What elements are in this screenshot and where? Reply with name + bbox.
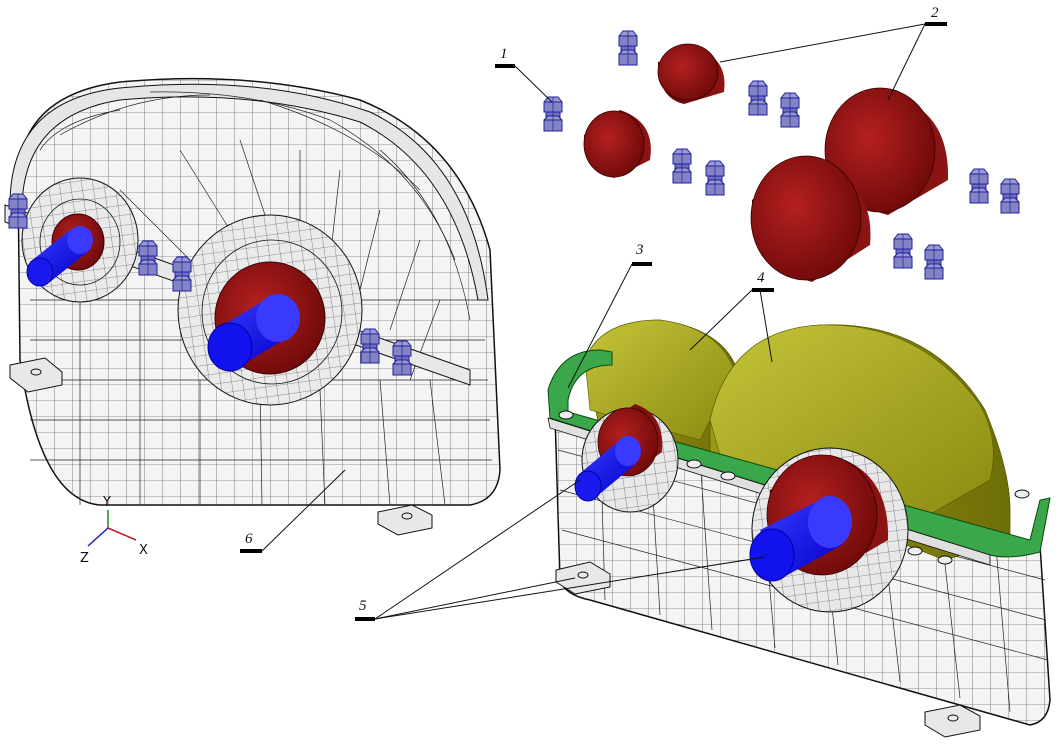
callout-label: 6: [245, 531, 253, 547]
axis-triad: Y Z X: [80, 495, 148, 566]
callout-5: 5: [355, 479, 766, 621]
bolt-icon: [924, 244, 944, 280]
bolt-icon: [672, 148, 692, 184]
bolt-icon: [8, 193, 28, 229]
assembled-gearbox: [4, 77, 501, 536]
callout-2: 2: [719, 5, 947, 101]
bolt-icon: [705, 160, 725, 196]
callout-label: 3: [635, 242, 644, 258]
callout-4: 4: [689, 270, 774, 363]
bolt-icon: [360, 328, 380, 364]
callout-1: 1: [495, 46, 553, 103]
gear-large-left: [750, 155, 871, 282]
gear-small-top: [657, 43, 725, 104]
mounting-foot: [377, 504, 433, 536]
callout-6: 6: [240, 469, 346, 553]
gear-large-right: [824, 87, 949, 215]
callout-3: 3: [567, 242, 652, 389]
bolt-icon: [780, 92, 800, 128]
bolt-icon: [172, 256, 192, 292]
input-shaft-open: [574, 436, 641, 502]
bolt-icon: [1000, 178, 1020, 214]
bolt-icon: [748, 80, 768, 116]
bolt-icon: [392, 340, 412, 376]
input-shaft: [26, 226, 93, 287]
exploded-gears: [543, 30, 1020, 282]
gear-small-left: [583, 110, 651, 178]
callout-label: 1: [500, 46, 508, 62]
bolt-icon: [543, 96, 563, 132]
callout-label: 2: [931, 5, 939, 21]
output-shaft: [207, 294, 300, 372]
housing-flange: [547, 349, 1051, 558]
bolt-icon: [893, 233, 913, 269]
bolt-icon: [618, 30, 638, 66]
bolt-icon: [138, 240, 158, 276]
output-shaft-open: [749, 496, 852, 582]
open-gearbox: [547, 319, 1051, 738]
callout-label: 5: [359, 598, 367, 614]
axis-z-label: Z: [80, 551, 89, 566]
axis-x-label: X: [139, 543, 148, 558]
callout-label: 4: [757, 270, 765, 286]
bolt-icon: [969, 168, 989, 204]
axis-y-label: Y: [102, 495, 111, 510]
